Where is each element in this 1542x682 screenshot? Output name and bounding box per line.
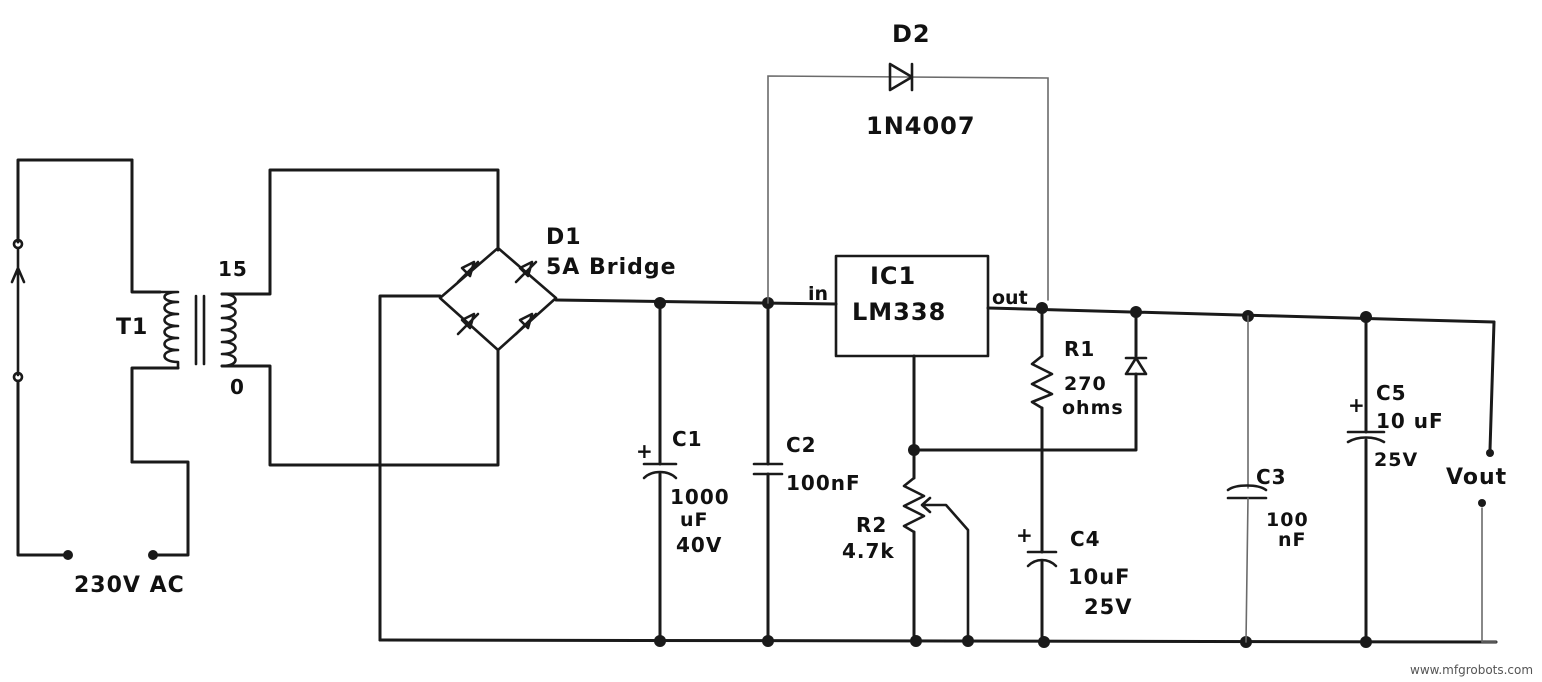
c3-value-1: 100 <box>1266 509 1309 531</box>
c1-value-3: 40V <box>676 533 722 557</box>
bridge-diode-icon <box>456 260 480 284</box>
c5-label: C5 <box>1376 381 1407 405</box>
c4-value-1: 10uF <box>1068 565 1131 589</box>
d1-part-label: 5A Bridge <box>546 255 677 280</box>
power-switch-icon <box>10 246 26 377</box>
transformer-t1 <box>130 158 500 467</box>
r2-label: R2 <box>856 513 887 537</box>
r1-label: R1 <box>1064 337 1095 361</box>
bridge-rectifier-d1 <box>378 246 838 642</box>
c3-label: C3 <box>1256 465 1287 489</box>
transformer-core-icon <box>194 294 206 366</box>
c4-label: C4 <box>1070 527 1101 551</box>
diode-d2 <box>767 62 1049 304</box>
regulator-ic1 <box>834 254 1496 480</box>
ic-out-label: out <box>992 287 1028 309</box>
primary-coil-icon <box>158 290 180 370</box>
diode-icon <box>1124 356 1148 376</box>
r2-value: 4.7k <box>842 539 895 563</box>
r1-value-1: 270 <box>1064 373 1107 395</box>
bridge-diode-icon <box>514 312 538 336</box>
c1-value-2: uF <box>680 509 709 531</box>
ac-input-terminals <box>10 158 190 560</box>
capacitor-c3 <box>1226 315 1268 643</box>
capacitor-c5 <box>1346 315 1386 644</box>
c2-label: C2 <box>786 433 817 457</box>
c5-value-2: 25V <box>1374 449 1418 471</box>
protection-diode <box>912 310 1148 452</box>
capacitor-c4 <box>1026 518 1058 644</box>
diode-d2-icon <box>888 62 914 92</box>
bridge-diode-icon <box>514 260 538 284</box>
d2-part-label: 1N4007 <box>866 112 976 140</box>
c1-label: C1 <box>672 427 703 451</box>
tap-0-label: 0 <box>230 375 245 399</box>
ic-name-label: IC1 <box>870 262 916 290</box>
ic-in-label: in <box>808 283 828 305</box>
capacitor-c2 <box>752 301 784 643</box>
capacitor-c1 <box>642 301 678 643</box>
c4-plus-sign: + <box>1016 523 1033 547</box>
resistor-r1 <box>1030 306 1054 522</box>
secondary-coil-icon <box>220 292 237 368</box>
c1-plus-sign: + <box>636 439 653 463</box>
c2-value: 100nF <box>786 471 861 495</box>
tap-15-label: 15 <box>218 257 248 281</box>
c5-value-1: 10 uF <box>1376 409 1444 433</box>
wiper-arrow-icon <box>920 496 970 643</box>
c4-value-2: 25V <box>1084 595 1132 619</box>
vout-label: Vout <box>1446 465 1507 490</box>
c5-plus-sign: + <box>1348 393 1365 417</box>
c3-value-2: nF <box>1278 529 1307 551</box>
ground-rail <box>378 638 1498 644</box>
t1-label: T1 <box>116 315 148 340</box>
d1-label: D1 <box>546 225 582 250</box>
ic-part-label: LM338 <box>852 298 946 326</box>
potentiometer-r2 <box>902 476 970 643</box>
vout-terminals <box>1478 320 1497 643</box>
ac-input-label: 230V AC <box>74 573 185 598</box>
d2-label: D2 <box>892 20 931 48</box>
watermark: www.mfgrobots.com <box>1410 663 1533 677</box>
c1-value-1: 1000 <box>670 485 730 509</box>
bridge-diode-icon <box>456 312 480 336</box>
r1-value-2: ohms <box>1062 397 1124 419</box>
